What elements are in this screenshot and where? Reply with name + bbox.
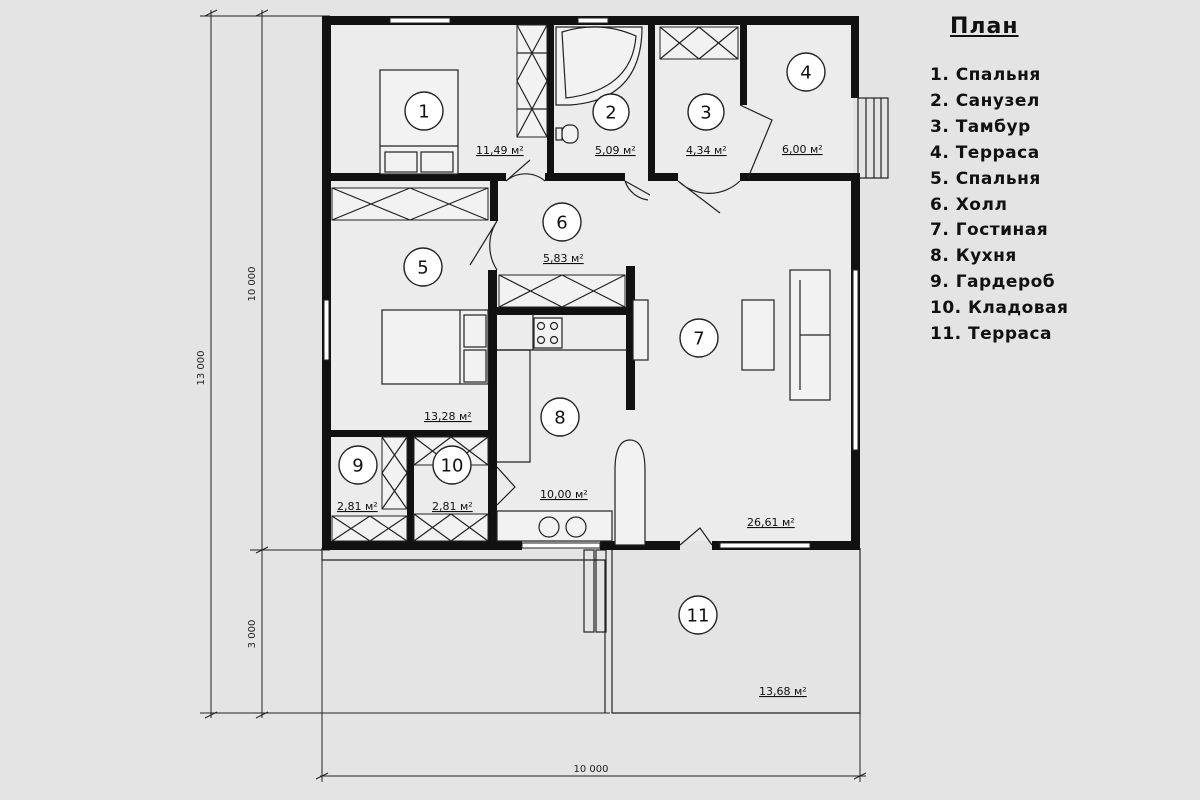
room-area: 4,34 м² xyxy=(686,144,727,157)
bathtub xyxy=(555,26,643,106)
room-number: 7 xyxy=(693,329,704,350)
dim-house-depth: 10 000 xyxy=(247,267,258,302)
legend-item: 9. Гардероб xyxy=(930,272,1056,293)
room-number: 9 xyxy=(352,456,363,477)
room-7: 7 26,61 м² xyxy=(679,318,795,529)
legend: План 1. Спальня 2. Санузел 3. Тамбур 4. … xyxy=(930,14,1190,348)
room-3: 3 4,34 м² xyxy=(686,93,727,157)
legend-item: 8. Кухня xyxy=(930,246,1017,267)
wardrobes xyxy=(331,24,739,542)
room-area: 2,81 м² xyxy=(432,500,473,513)
room-number: 8 xyxy=(554,408,565,429)
legend-item: 7. Гостиная xyxy=(930,220,1049,241)
room-number: 11 xyxy=(687,606,710,627)
room-number: 5 xyxy=(417,258,428,279)
legend-list: 1. Спальня 2. Санузел 3. Тамбур 4. Терра… xyxy=(930,63,1190,348)
legend-item: 6. Холл xyxy=(930,194,1008,215)
room-10: 10 2,81 м² xyxy=(432,445,473,513)
dim-total-height: 13 000 xyxy=(196,351,207,386)
room-area: 11,49 м² xyxy=(476,144,524,157)
dim-width: 10 000 xyxy=(574,764,609,775)
room-area: 26,61 м² xyxy=(747,516,795,529)
room-11: 11 13,68 м² xyxy=(678,595,807,698)
legend-item: 10. Кладовая xyxy=(930,298,1069,319)
bed-room-5 xyxy=(381,309,489,385)
legend-item: 2. Санузел xyxy=(930,90,1040,111)
dim-terrace-depth: 3 000 xyxy=(247,620,258,649)
room-5: 5 13,28 м² xyxy=(403,247,472,423)
room-area: 13,28 м² xyxy=(424,410,472,423)
doors xyxy=(469,104,773,546)
legend-title: План xyxy=(950,14,1019,39)
room-9: 9 2,81 м² xyxy=(337,445,378,513)
legend-item: 11. Терраса xyxy=(930,324,1053,345)
room-number: 2 xyxy=(605,103,616,124)
legend-item: 5. Спальня xyxy=(930,168,1041,189)
room-area: 2,81 м² xyxy=(337,500,378,513)
room-number: 6 xyxy=(556,213,567,234)
room-area: 5,83 м² xyxy=(543,252,584,265)
room-area: 5,09 м² xyxy=(595,144,636,157)
room-number: 1 xyxy=(418,102,429,123)
room-area: 10,00 м² xyxy=(540,488,588,501)
kitchen-fixtures xyxy=(496,299,649,546)
legend-item: 1. Спальня xyxy=(930,65,1041,85)
legend-item: 4. Терраса xyxy=(930,142,1040,163)
room-8: 8 10,00 м² xyxy=(540,397,588,501)
room-number: 3 xyxy=(700,103,711,124)
room-4: 4 6,00 м² xyxy=(782,52,826,156)
room-1: 1 11,49 м² xyxy=(404,91,524,157)
room-area: 6,00 м² xyxy=(782,143,823,156)
room-6: 6 5,83 м² xyxy=(542,202,584,265)
room-2: 2 5,09 м² xyxy=(592,93,636,157)
toilet xyxy=(555,124,579,144)
room-number: 4 xyxy=(800,63,811,84)
room-number: 10 xyxy=(441,456,464,477)
terrace-steps xyxy=(857,97,889,179)
legend-item: 3. Тамбур xyxy=(930,116,1031,137)
living-room-furniture xyxy=(741,269,831,401)
room-area: 13,68 м² xyxy=(759,685,807,698)
